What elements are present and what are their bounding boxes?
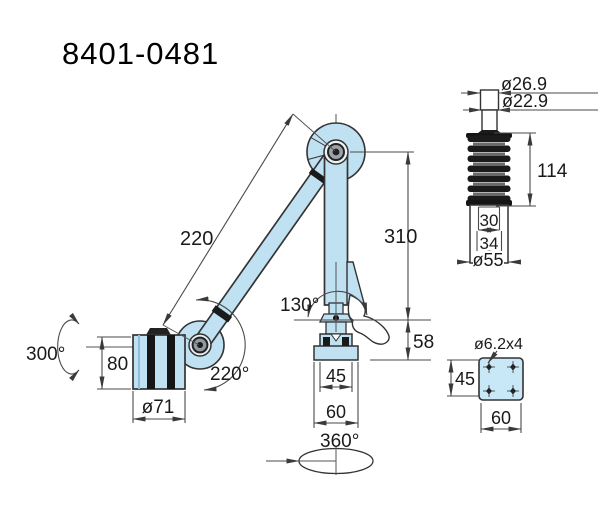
flex-arm-view: ø26.9 ø22.9 114 30 xyxy=(457,74,598,270)
plate-hole xyxy=(507,361,519,373)
label-plate-width: 60 xyxy=(491,408,511,428)
label-flex-inner: 34 xyxy=(480,234,499,253)
dim-base-width: 60 xyxy=(313,362,359,428)
label-flex-length: 114 xyxy=(537,161,568,182)
dim-plate-width: 60 xyxy=(480,403,522,433)
label-head-joint-angle: 220° xyxy=(210,364,249,385)
dim-head-diameter: ø71 xyxy=(132,391,186,423)
label-head-diameter: ø71 xyxy=(142,397,175,418)
label-base-width: 60 xyxy=(326,402,346,422)
flex-stem-top xyxy=(479,89,500,111)
label-arm-length: 220 xyxy=(180,228,213,250)
plate-hole xyxy=(483,385,495,397)
label-base-rotation: 360° xyxy=(320,431,359,452)
label-base-top-width: 45 xyxy=(326,366,346,386)
label-plate-holes: ø6.2x4 xyxy=(474,336,523,353)
dim-plate-holes: ø6.2x4 xyxy=(474,336,523,364)
lamp-head xyxy=(132,328,186,390)
dim-arm-length: 220 xyxy=(162,113,336,346)
upper-arm xyxy=(192,146,344,351)
label-column-height: 310 xyxy=(384,226,417,248)
dim-base-height: 58 xyxy=(370,319,434,361)
label-head-rotation: 300° xyxy=(26,344,65,365)
label-plate-height: 45 xyxy=(455,369,475,389)
label-head-height: 80 xyxy=(107,354,128,375)
mounting-plate xyxy=(478,357,524,401)
dim-base-top-width: 45 xyxy=(319,362,353,392)
dim-flex-top-diameter: ø26.9 xyxy=(461,74,598,96)
dim-head-joint-angle: 220° xyxy=(195,296,249,392)
flex-bellows xyxy=(466,130,512,206)
dim-flex-bore: 30 xyxy=(477,206,501,233)
dim-flex-neck-diameter: ø22.9 xyxy=(463,91,598,113)
sym-head-rotation: 300° xyxy=(26,312,80,382)
drawing-number: 8401-0481 xyxy=(62,36,220,71)
label-flex-bore: 30 xyxy=(480,211,499,230)
vertical-arm xyxy=(323,149,365,306)
sym-base-rotation: 360° xyxy=(266,431,374,475)
mounting-plate-view: ø6.2x4 45 60 xyxy=(447,336,524,433)
dim-base-tilt-angle: 130° xyxy=(280,290,368,318)
plate-hole xyxy=(507,385,519,397)
label-flex-neck-diameter: ø22.9 xyxy=(502,91,548,111)
label-flex-body-diameter: ø55 xyxy=(472,250,503,270)
label-base-height: 58 xyxy=(413,332,434,353)
dim-flex-body-diameter: ø55 xyxy=(457,250,521,270)
label-flex-top-diameter: ø26.9 xyxy=(501,74,547,94)
dim-flex-length: 114 xyxy=(494,132,568,207)
top-joint-bolt xyxy=(323,139,349,165)
dim-head-height: 80 xyxy=(97,336,131,390)
lamp-arm-assembly xyxy=(86,114,390,390)
head-joint-bolt xyxy=(188,333,212,357)
label-base-tilt-angle: 130° xyxy=(280,295,319,316)
flex-stem-neck xyxy=(481,109,498,133)
dim-plate-height: 45 xyxy=(447,359,479,397)
mounting-base xyxy=(313,262,359,361)
